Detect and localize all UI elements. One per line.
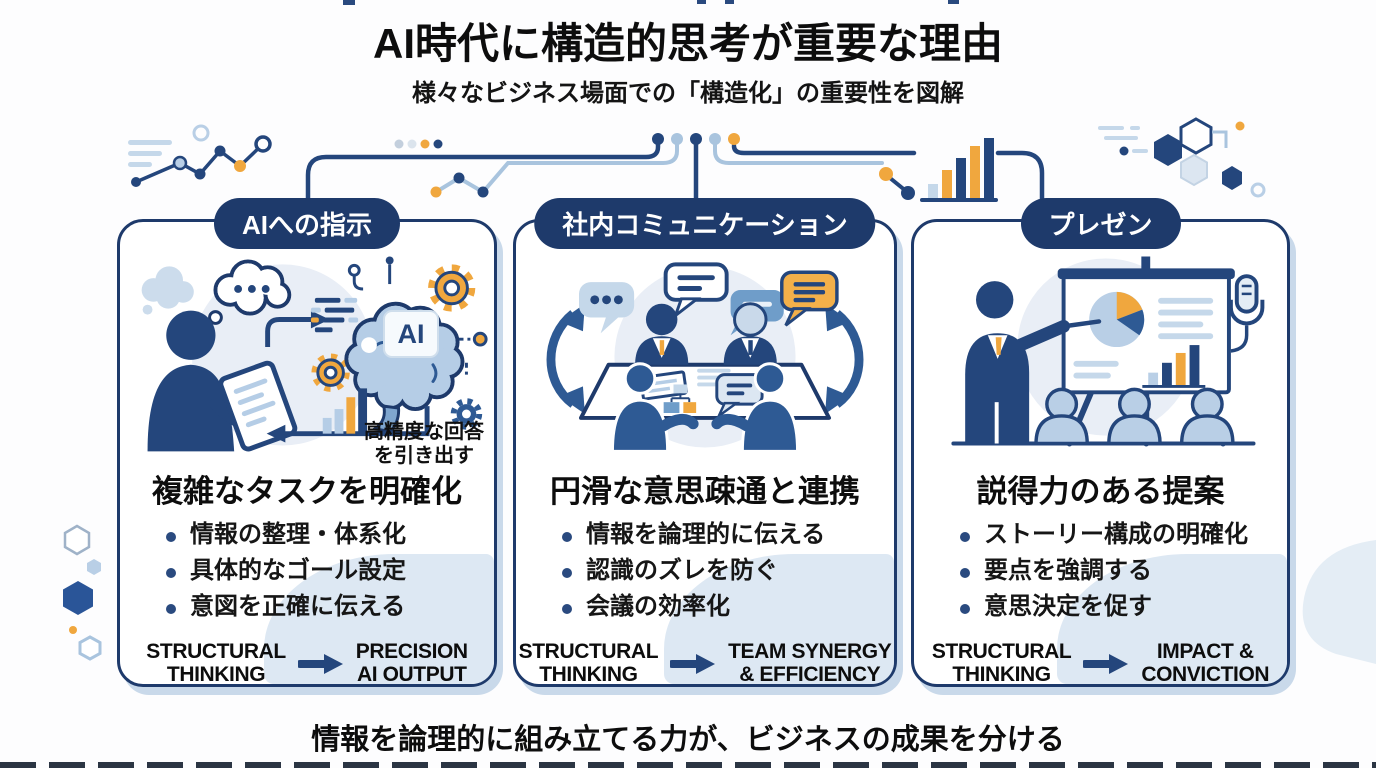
cycle-arrow-left-icon xyxy=(546,303,585,414)
pie-chart-icon xyxy=(1089,291,1145,348)
cycle-arrow-right-icon xyxy=(825,303,864,414)
result-to-label: TEAM SYNERGY& EFFICIENCY xyxy=(728,640,892,686)
blob-bottom-right xyxy=(1302,540,1376,664)
annotation-high-precision: 高精度な回答 を引き出す xyxy=(364,421,484,467)
arrow-right-icon xyxy=(670,653,716,674)
card-header-presentation: プレゼン xyxy=(1020,198,1181,249)
arrow-right-icon xyxy=(1083,653,1129,674)
bullet-item: 具体的なゴール設定 xyxy=(166,553,494,589)
audience-icon xyxy=(1034,387,1235,446)
bullet-item: 情報を論理的に伝える xyxy=(562,517,894,553)
bar-chart-decoration-right xyxy=(920,138,998,202)
illustration-ai-instruction: AI 高精度な回答 を引き出す xyxy=(120,246,494,467)
org-chart-icon xyxy=(663,384,697,413)
bullet-item: 会議の効率化 xyxy=(562,589,894,625)
arrow-right-icon xyxy=(297,653,343,674)
dots-row-decoration xyxy=(394,139,443,149)
bullet-list: 情報の整理・体系化 具体的なゴール設定 意図を正確に伝える xyxy=(120,517,494,625)
person-back-icon xyxy=(711,362,800,453)
code-lines-icon xyxy=(310,297,359,333)
bullet-item: 意思決定を促す xyxy=(960,589,1287,625)
bullet-item: 認識のズレを防ぐ xyxy=(562,553,894,589)
card-heading: 円滑な意思疎通と連携 xyxy=(550,474,860,509)
circuit-dots xyxy=(430,133,915,200)
person-suit-icon xyxy=(635,303,689,365)
bottom-tagline: 情報を論理的に組み立てる力が、ビジネスの成果を分ける xyxy=(311,724,1065,756)
card-presentation: プレゼン xyxy=(911,198,1290,687)
thought-cloud-icon xyxy=(200,259,292,337)
microphone-icon xyxy=(1228,274,1265,353)
bullet-item: 意図を正確に伝える xyxy=(166,589,494,625)
circuit-icon xyxy=(347,256,488,375)
line-chart-decoration-left xyxy=(128,124,272,187)
speech-bubble-dots-icon xyxy=(579,282,635,334)
card-header-internal-communication: 社内コミュニケーション xyxy=(534,198,876,249)
bullet-item: ストーリー構成の明確化 xyxy=(960,517,1287,553)
presenter-icon xyxy=(965,281,1102,444)
card-heading: 説得力のある提案 xyxy=(976,474,1225,509)
person-with-tablet-icon xyxy=(147,310,298,452)
illustration-presentation xyxy=(914,246,1287,454)
person-back-icon xyxy=(610,362,699,453)
card-heading: 複雑なタスクを明確化 xyxy=(152,474,462,509)
person-suit-icon xyxy=(723,302,777,365)
page-subtitle: 様々なビジネス場面での「構造化」の重要性を図解 xyxy=(412,80,964,108)
bullet-item: 情報の整理・体系化 xyxy=(166,517,494,553)
meeting-table-icon xyxy=(579,362,831,420)
ai-label: AI xyxy=(383,310,439,358)
result-to-label: IMPACT &CONVICTION xyxy=(1141,640,1270,686)
gear-icon xyxy=(450,398,483,430)
card-internal-communication: 社内コミュニケーション xyxy=(513,198,897,687)
hexagon-cluster-decoration xyxy=(1098,117,1266,198)
board-text-lines-icon xyxy=(1073,297,1214,379)
card-header-ai-instruction: AIへの指示 xyxy=(213,198,401,249)
bar-chart-icon xyxy=(322,388,368,434)
card-ai-instruction: AIへの指示 xyxy=(117,198,497,687)
bullet-list: ストーリー構成の明確化 要点を強調する 意思決定を促す xyxy=(914,517,1287,625)
thought-cloud-small-icon xyxy=(141,266,194,315)
gear-icon xyxy=(311,353,350,392)
gear-icon xyxy=(428,264,476,312)
circuit-connectors xyxy=(305,142,1045,208)
speech-bubble-white-icon xyxy=(663,262,729,320)
bullet-list: 情報を論理的に伝える 認識のズレを防ぐ 会議の効率化 xyxy=(516,517,894,625)
illustration-team-meeting xyxy=(516,246,894,454)
header: AI時代に構造的思考が重要な理由 様々なビジネス場面での「構造化」の重要性を図解 xyxy=(0,20,1376,108)
top-edge-dashes xyxy=(343,0,959,5)
speech-bubble-orange-icon xyxy=(780,270,839,327)
bullet-item: 要点を強調する xyxy=(960,553,1287,589)
board-bar-chart-icon xyxy=(1142,345,1206,388)
hexagon-cluster-bottom-left xyxy=(63,524,102,661)
page-title: AI時代に構造的思考が重要な理由 xyxy=(372,20,1003,67)
arrow-to-ai-icon xyxy=(265,310,330,348)
